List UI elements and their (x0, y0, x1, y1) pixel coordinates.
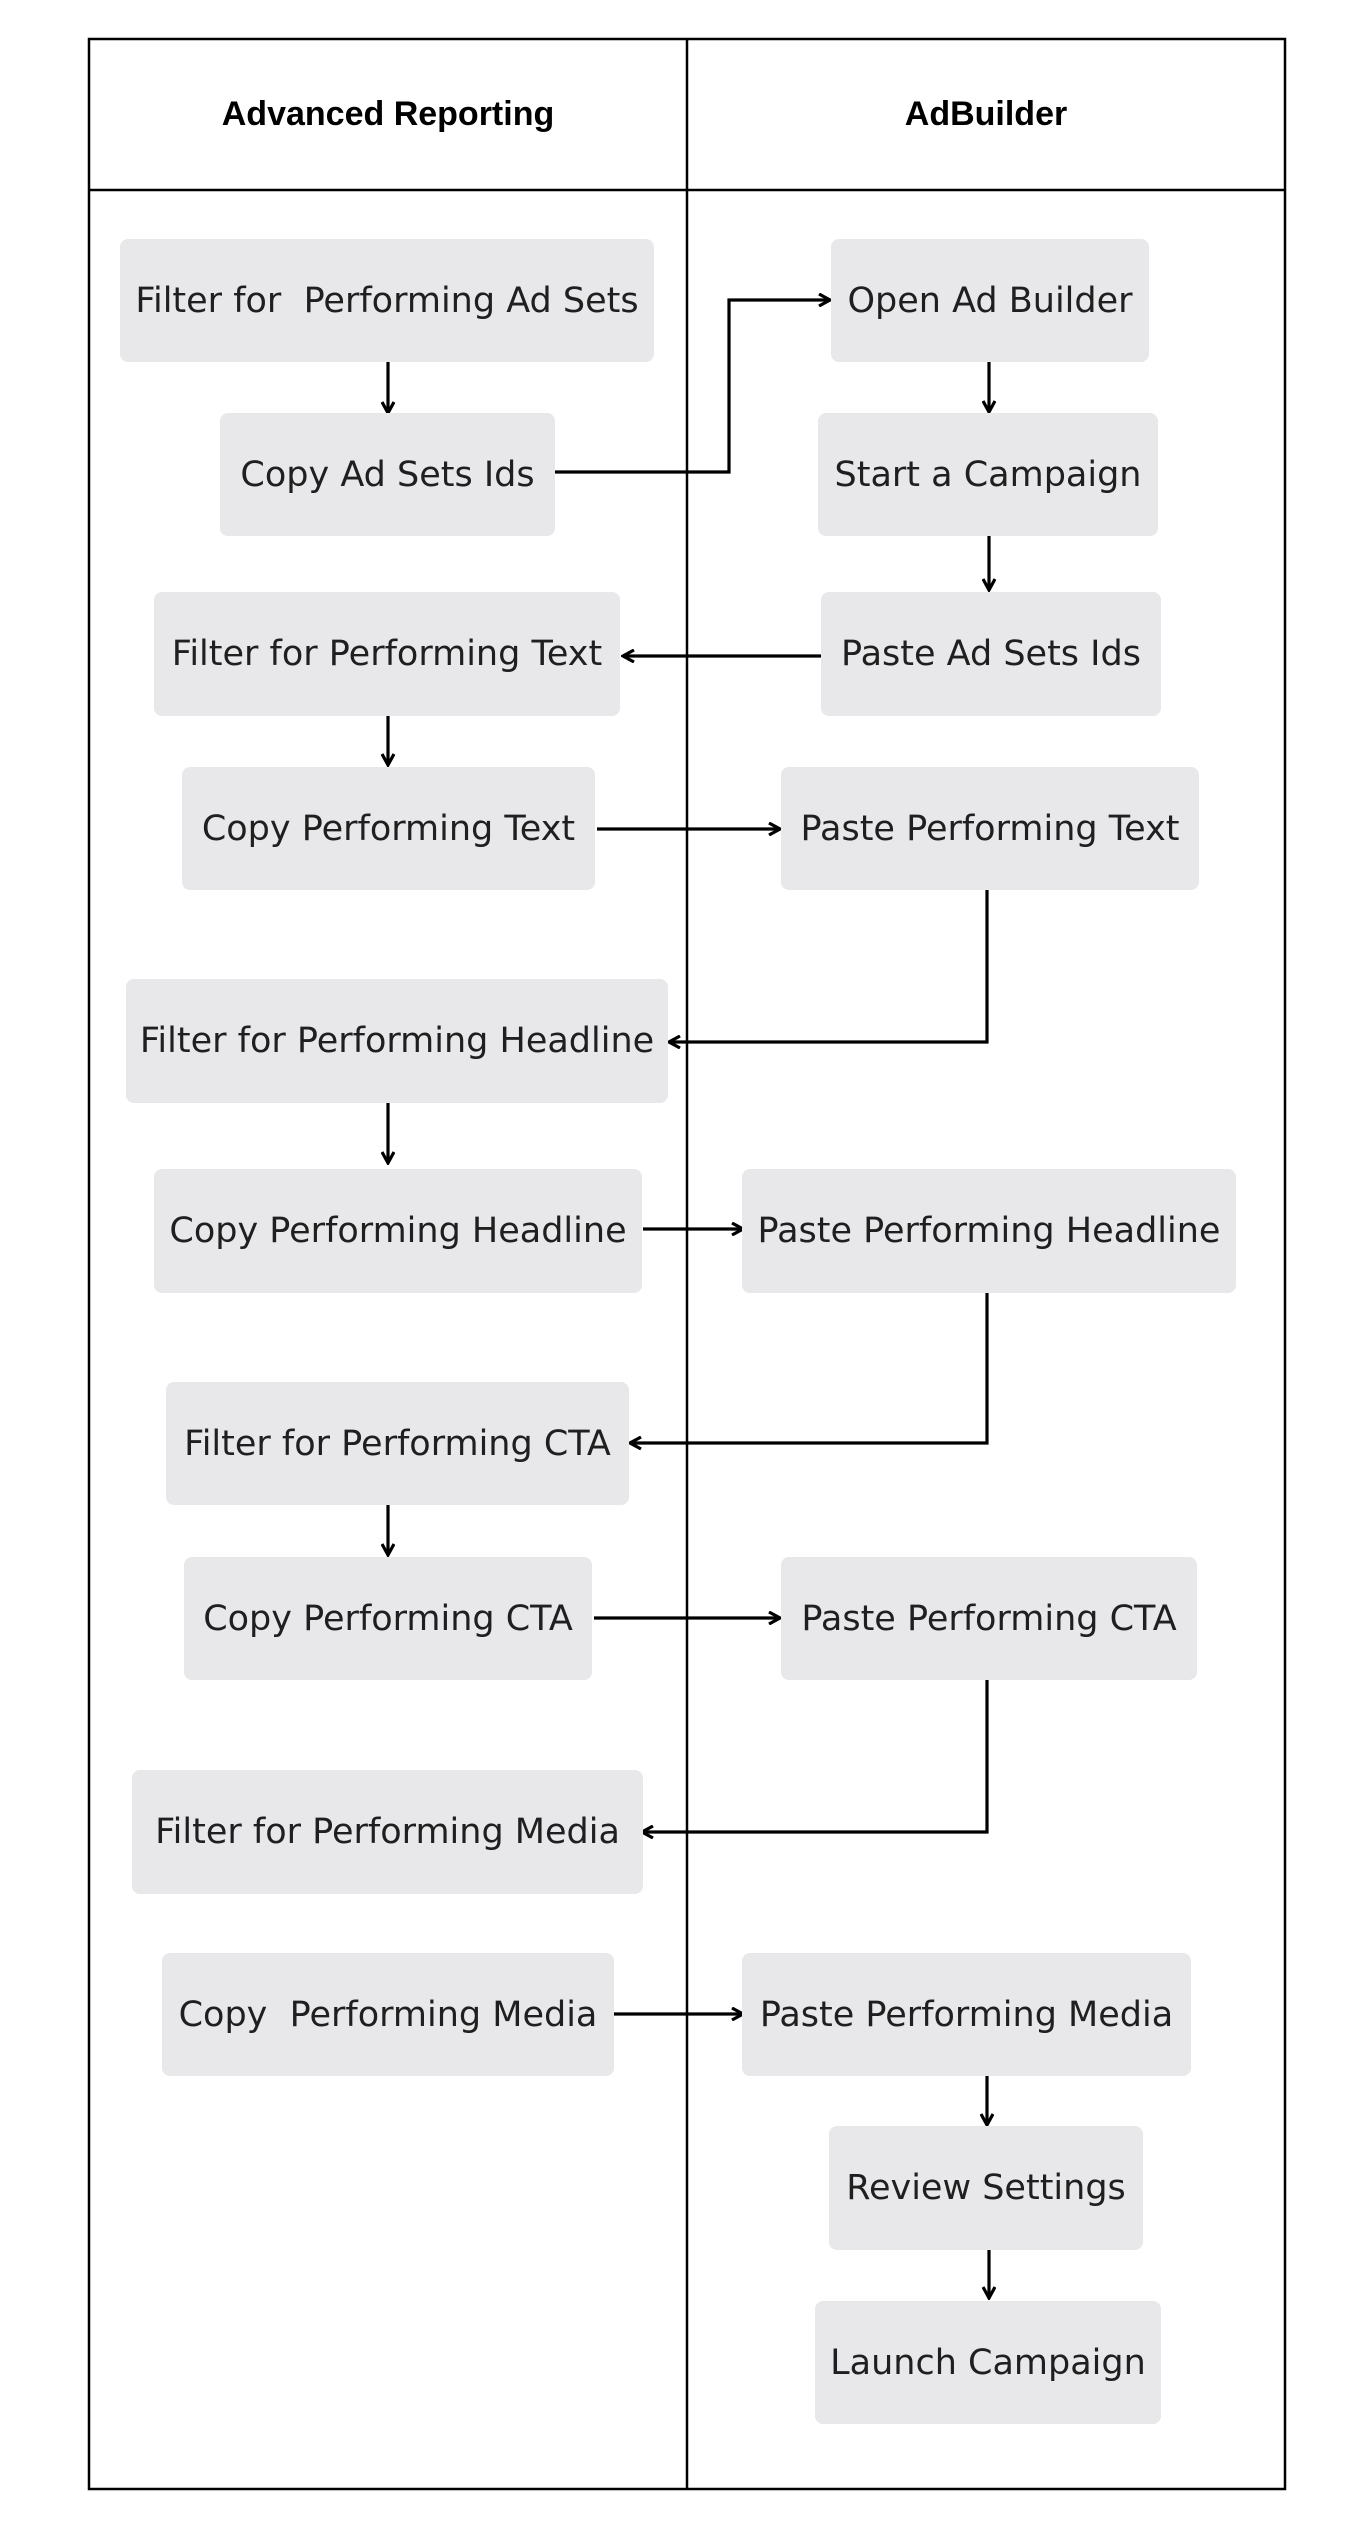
step-copy-headline: Copy Performing Headline (154, 1169, 642, 1293)
step-copy-media: Copy Performing Media (162, 1953, 614, 2076)
step-filter-cta: Filter for Performing CTA (166, 1382, 629, 1505)
step-paste-text: Paste Performing Text (781, 767, 1199, 890)
step-filter-text: Filter for Performing Text (154, 592, 620, 716)
step-review-settings: Review Settings (829, 2126, 1143, 2250)
step-filter-ad-sets: Filter for Performing Ad Sets (120, 239, 654, 362)
arrow-paste-headline-to-filter-cta (630, 1291, 989, 1443)
step-filter-media: Filter for Performing Media (132, 1770, 643, 1894)
step-paste-headline: Paste Performing Headline (742, 1169, 1236, 1293)
step-open-ad-builder: Open Ad Builder (831, 239, 1149, 362)
step-paste-ad-set-ids: Paste Ad Sets Ids (821, 592, 1161, 716)
step-copy-ad-set-ids: Copy Ad Sets Ids (220, 413, 555, 536)
arrow-paste-text-to-filter-headline (669, 889, 989, 1042)
lane-title-adbuilder: AdBuilder (904, 95, 1068, 133)
step-copy-text: Copy Performing Text (182, 767, 595, 890)
arrow-copy-ids-to-open-builder (555, 300, 830, 474)
arrow-paste-cta-to-filter-media (642, 1678, 989, 1832)
step-paste-cta: Paste Performing CTA (781, 1557, 1197, 1680)
step-copy-cta: Copy Performing CTA (184, 1557, 592, 1680)
lane-title-advanced-reporting: Advanced Reporting (221, 95, 555, 133)
step-start-campaign: Start a Campaign (818, 413, 1158, 536)
step-filter-headline: Filter for Performing Headline (126, 979, 668, 1103)
step-launch-campaign: Launch Campaign (815, 2301, 1161, 2424)
step-paste-media: Paste Performing Media (742, 1953, 1191, 2076)
